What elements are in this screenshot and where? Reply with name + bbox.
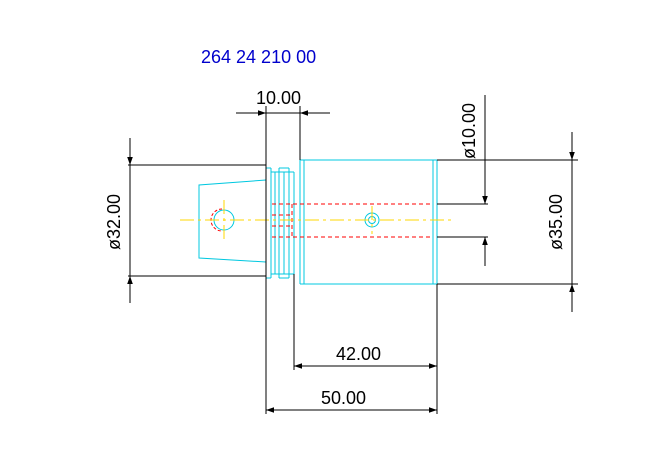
clevis-body — [198, 167, 272, 279]
center-lines — [180, 200, 452, 242]
dim-left-diameter-label: ø32.00 — [104, 194, 124, 250]
dimension-lines — [127, 95, 578, 414]
cylinder-body — [299, 159, 438, 285]
part-outline — [198, 159, 438, 285]
dim-body-length-label: 42.00 — [336, 344, 381, 364]
dim-collar-width-label: 10.00 — [256, 88, 301, 108]
part-number: 264 24 210 00 — [201, 47, 316, 67]
dim-right-diameter-label: ø35.00 — [546, 194, 566, 250]
dim-bore-diameter-label: ø10.00 — [459, 103, 479, 159]
dim-overall-length-label: 50.00 — [321, 388, 366, 408]
neck-grooves — [271, 167, 295, 279]
